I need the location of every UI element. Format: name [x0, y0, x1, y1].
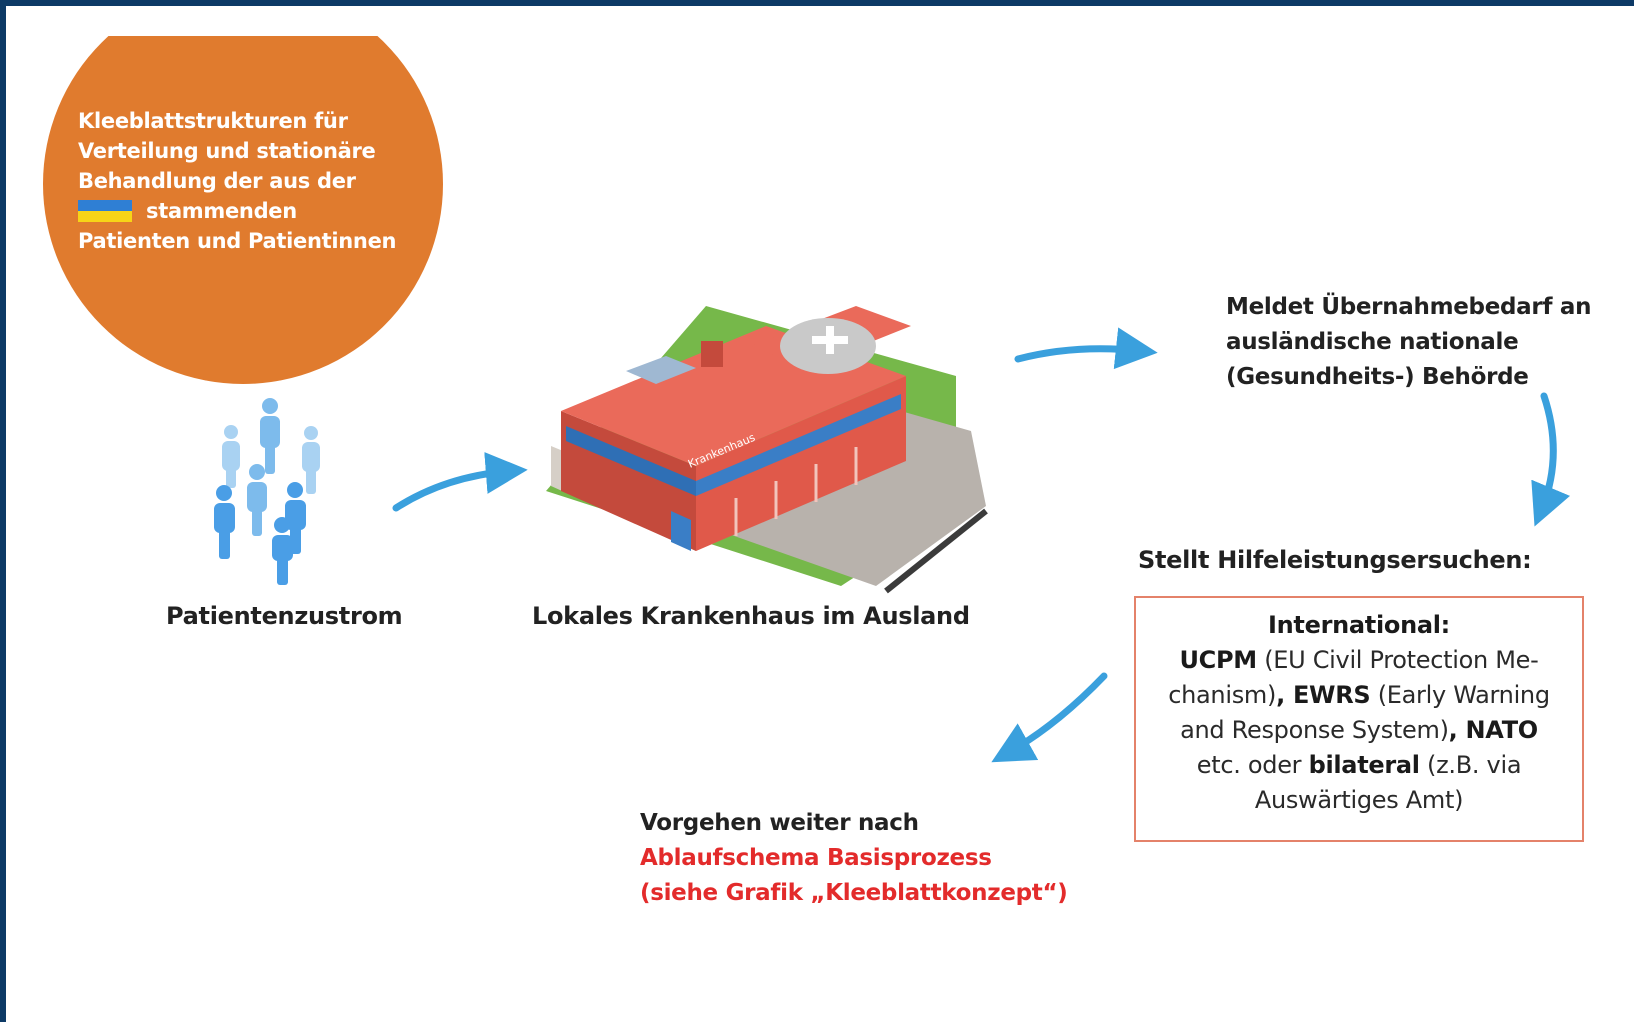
ukraine-flag-icon — [78, 200, 132, 222]
ewrs-desc-1: (Early Warning — [1370, 681, 1550, 709]
patients-crowd-icon — [214, 398, 320, 585]
authority-report-text: Meldet Übernahmebedarf an ausländische n… — [1226, 290, 1591, 395]
bilateral-term: bilateral — [1308, 751, 1420, 779]
info-circle-text: Kleeblattstrukturen für Verteilung und s… — [78, 106, 398, 256]
request-label: Stellt Hilfeleistungsersuchen: — [1138, 546, 1532, 574]
info-circle — [6, 6, 1634, 406]
nato-term: NATO — [1465, 716, 1539, 744]
flow-arrows — [392, 327, 1571, 763]
circle-line-4: stammenden — [146, 199, 297, 223]
arrow-patients-to-hospital — [392, 452, 528, 512]
arrow-request-to-next — [991, 672, 1108, 763]
hospital-building-icon: Krankenhaus — [546, 306, 988, 594]
report-line-3: (Gesundheits-) Behörde — [1226, 364, 1529, 390]
circle-line-3: Behandlung der aus der — [78, 169, 356, 193]
patients-label: Patientenzustrom — [166, 602, 403, 630]
diagram-artwork: Krankenhaus — [6, 6, 1634, 763]
hospital-label: Lokales Krankenhaus im Ausland — [532, 602, 970, 630]
etc-text: etc. oder — [1196, 751, 1309, 779]
arrow-authority-to-request — [1531, 392, 1571, 527]
report-line-2: ausländische nationale — [1226, 329, 1519, 355]
ewrs-desc-2: and Response System) — [1180, 716, 1449, 744]
next-steps-text: Vorgehen weiter nach Ablaufschema Basisp… — [640, 806, 1068, 911]
bilateral-desc: (z.B. via — [1419, 751, 1522, 779]
ewrs-term: EWRS — [1292, 681, 1371, 709]
report-line-1: Meldet Übernahmebedarf an — [1226, 294, 1592, 320]
circle-line-2: Verteilung und stationäre — [78, 139, 376, 163]
next-line-3: (siehe Grafik „Kleeblattkonzept“) — [640, 880, 1068, 906]
next-line-1: Vorgehen weiter nach — [640, 810, 919, 836]
diagram-canvas: Krankenhaus Kleeblattstrukturen für Vert… — [6, 6, 1634, 1022]
international-box: International: UCPM (EU Civil Protection… — [1134, 596, 1584, 842]
amt-text: Auswärtiges Amt) — [1254, 786, 1464, 814]
ucpm-desc-2: chanism) — [1168, 681, 1277, 709]
ucpm-desc-1: (EU Civil Protection Me- — [1256, 646, 1539, 674]
circle-line-5: Patienten und Patientinnen — [78, 229, 397, 253]
ucpm-term: UCPM — [1179, 646, 1257, 674]
intl-heading: International: — [1268, 611, 1450, 639]
arrow-hospital-to-authority — [1014, 327, 1158, 370]
circle-line-1: Kleeblattstrukturen für — [78, 109, 348, 133]
next-line-2: Ablaufschema Basisprozess — [640, 845, 992, 871]
